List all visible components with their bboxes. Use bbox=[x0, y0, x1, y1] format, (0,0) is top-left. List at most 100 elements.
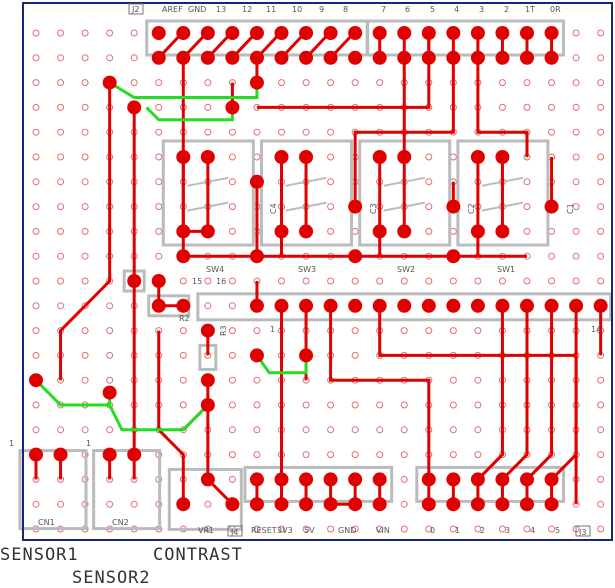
hole bbox=[523, 103, 531, 111]
hole bbox=[302, 451, 310, 459]
hole bbox=[81, 351, 89, 359]
hole bbox=[81, 54, 89, 62]
hole bbox=[302, 401, 310, 409]
hole bbox=[449, 451, 457, 459]
hole bbox=[81, 252, 89, 260]
trace bbox=[525, 305, 554, 481]
hole bbox=[57, 277, 65, 285]
hole bbox=[523, 227, 531, 235]
hole bbox=[81, 277, 89, 285]
hole bbox=[81, 327, 89, 335]
hole bbox=[548, 277, 556, 285]
hole bbox=[81, 29, 89, 37]
hole bbox=[179, 327, 187, 335]
solder-pad bbox=[176, 150, 191, 164]
hole bbox=[130, 500, 138, 508]
hole bbox=[351, 525, 359, 533]
hole bbox=[327, 277, 335, 285]
hole bbox=[400, 525, 408, 533]
hole bbox=[425, 227, 433, 235]
solder-pad bbox=[397, 224, 412, 239]
pin-label-gnd-power: GND bbox=[338, 526, 356, 535]
caption-sensor1: SENSOR1 bbox=[0, 545, 79, 565]
solder-pad bbox=[102, 447, 117, 462]
solder-pad bbox=[520, 472, 534, 487]
hole bbox=[204, 500, 212, 508]
cn1-outline bbox=[18, 449, 88, 531]
hole bbox=[32, 302, 40, 310]
hole bbox=[32, 128, 40, 136]
hole bbox=[253, 426, 261, 434]
r2-label: R2 bbox=[179, 314, 190, 323]
solder-pad bbox=[151, 50, 166, 65]
hole bbox=[449, 376, 457, 384]
hole bbox=[253, 401, 261, 409]
hole bbox=[32, 203, 40, 211]
solder-pad bbox=[200, 26, 215, 40]
hole bbox=[474, 327, 482, 335]
hole bbox=[327, 227, 335, 235]
solder-pad bbox=[274, 26, 289, 40]
pin-label-a3: 3 bbox=[505, 526, 510, 535]
solder-pad bbox=[151, 274, 166, 288]
solder-pad bbox=[421, 298, 436, 313]
hole bbox=[351, 227, 359, 235]
solder-pad bbox=[200, 398, 215, 412]
solder-pad bbox=[249, 348, 264, 363]
solder-pad bbox=[299, 150, 314, 164]
hole bbox=[400, 426, 408, 434]
hole bbox=[228, 351, 236, 359]
hole bbox=[32, 178, 40, 186]
solder-pad bbox=[127, 274, 142, 288]
solder-pad bbox=[446, 298, 461, 313]
hole bbox=[155, 252, 163, 260]
hole bbox=[278, 128, 285, 136]
hole bbox=[81, 128, 89, 136]
hole bbox=[253, 327, 261, 335]
solder-pad bbox=[495, 298, 510, 313]
hole bbox=[130, 29, 138, 37]
hole bbox=[32, 426, 40, 434]
hole bbox=[228, 327, 236, 335]
pin-label-a1: 1 bbox=[455, 526, 460, 535]
hole bbox=[228, 475, 236, 483]
hole bbox=[523, 79, 531, 87]
hole bbox=[106, 54, 114, 62]
hole bbox=[57, 79, 65, 87]
hole bbox=[498, 103, 506, 111]
solder-pad bbox=[299, 348, 314, 363]
hole bbox=[351, 79, 359, 87]
solder-pad bbox=[397, 150, 412, 164]
hole bbox=[425, 277, 433, 285]
hole bbox=[351, 401, 359, 409]
j4-tag: J4 bbox=[230, 528, 238, 537]
hole bbox=[32, 153, 40, 161]
hole bbox=[228, 426, 236, 434]
solder-pad bbox=[249, 26, 264, 40]
hole bbox=[597, 203, 605, 211]
solder-pad bbox=[495, 497, 510, 512]
solder-pad bbox=[446, 497, 461, 512]
solder-pad bbox=[176, 26, 191, 40]
hole bbox=[57, 103, 65, 111]
hole bbox=[351, 351, 359, 359]
solder-pad bbox=[225, 50, 240, 65]
c3-label: C3 bbox=[369, 203, 378, 214]
solder-pad bbox=[544, 472, 559, 487]
pin-label-reset: RESET bbox=[251, 526, 277, 535]
solder-pad bbox=[372, 224, 387, 239]
hole bbox=[106, 426, 114, 434]
hole bbox=[81, 376, 89, 384]
solder-pad bbox=[249, 75, 264, 90]
pin-label-11: 11 bbox=[266, 5, 276, 14]
solder-pad bbox=[249, 298, 264, 313]
digital-pin-labels: AREF GND 13 12 11 10 9 8 7 6 5 4 3 2 1T … bbox=[162, 5, 561, 14]
pin-label-a2: 2 bbox=[480, 526, 485, 535]
solder-pad bbox=[249, 472, 264, 487]
hole bbox=[400, 475, 408, 483]
solder-pad bbox=[372, 26, 387, 40]
hole bbox=[498, 79, 506, 87]
hole bbox=[376, 525, 384, 533]
hole bbox=[548, 103, 556, 111]
hole bbox=[32, 277, 40, 285]
